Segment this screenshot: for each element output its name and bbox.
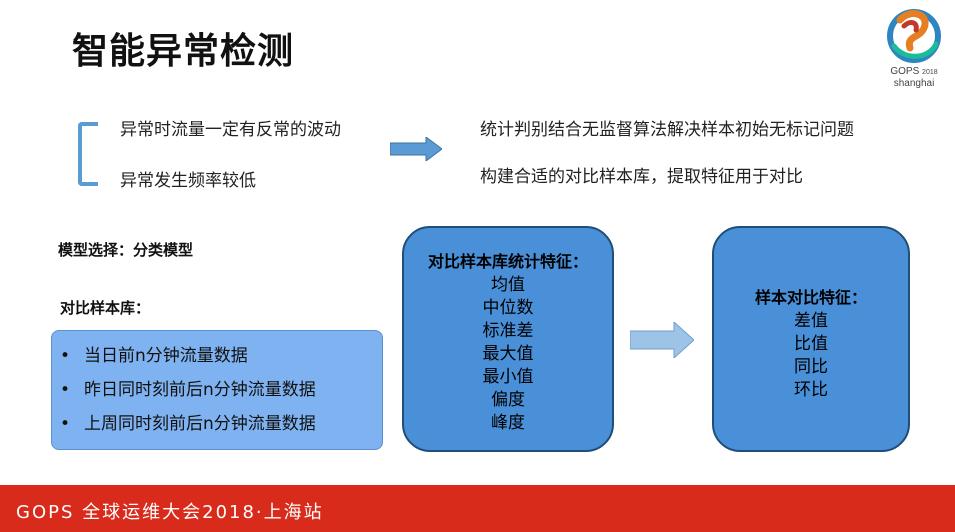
list-item-text: 昨日同时刻前后n分钟流量数据 <box>84 380 316 400</box>
compare-item: 环比 <box>794 380 828 400</box>
stat-item: 标准差 <box>482 321 534 341</box>
issue-line-1: 异常时流量一定有反常的波动 <box>120 120 341 140</box>
issue-line-2: 异常发生频率较低 <box>120 171 256 191</box>
stat-item: 峰度 <box>491 413 525 433</box>
logo-brand: GOPS <box>890 66 920 77</box>
stat-item: 中位数 <box>482 298 534 318</box>
comparison-features-title: 样本对比特征： <box>754 288 867 307</box>
slide-title: 智能异常检测 <box>72 31 295 72</box>
logo-emblem-icon <box>887 9 941 63</box>
logo-brand-year: GOPS 2018 <box>880 66 948 77</box>
statistics-features-box: 对比样本库统计特征： 均值 中位数 标准差 最大值 最小值 偏度 峰度 <box>402 226 614 452</box>
stat-item: 均值 <box>491 275 525 295</box>
gops-logo: GOPS 2018 shanghai <box>880 6 948 90</box>
list-item-text: 当日前n分钟流量数据 <box>84 346 248 366</box>
logo-city: shanghai <box>893 78 935 89</box>
list-item: •昨日同时刻前后n分钟流量数据 <box>60 380 316 400</box>
stat-item: 最小值 <box>482 367 534 387</box>
stat-item: 偏度 <box>491 390 525 410</box>
solution-line-2: 构建合适的对比样本库，提取特征用于对比 <box>480 167 803 187</box>
solution-line-1: 统计判别结合无监督算法解决样本初始无标记问题 <box>480 120 854 140</box>
list-item: •上周同时刻前后n分钟流量数据 <box>60 414 316 434</box>
model-selection-label: 模型选择：分类模型 <box>58 241 194 259</box>
compare-item: 比值 <box>794 334 828 354</box>
footer-bar: GOPS 全球运维大会2018·上海站 <box>0 485 955 532</box>
sample-library-list: •当日前n分钟流量数据 •昨日同时刻前后n分钟流量数据 •上周同时刻前后n分钟流… <box>51 330 383 450</box>
logo-year: 2018 <box>922 69 938 76</box>
compare-item: 同比 <box>794 357 828 377</box>
right-arrow-icon <box>630 322 694 358</box>
bracket-decoration <box>78 122 98 186</box>
list-item: •当日前n分钟流量数据 <box>60 346 248 366</box>
compare-item: 差值 <box>794 311 828 331</box>
sample-library-label: 对比样本库： <box>60 299 151 317</box>
stat-item: 最大值 <box>482 344 534 364</box>
footer-text: GOPS 全球运维大会2018·上海站 <box>16 502 324 523</box>
right-arrow-icon <box>390 137 442 161</box>
statistics-features-title: 对比样本库统计特征： <box>427 252 588 271</box>
list-item-text: 上周同时刻前后n分钟流量数据 <box>84 414 316 434</box>
comparison-features-box: 样本对比特征： 差值 比值 同比 环比 <box>712 226 910 452</box>
